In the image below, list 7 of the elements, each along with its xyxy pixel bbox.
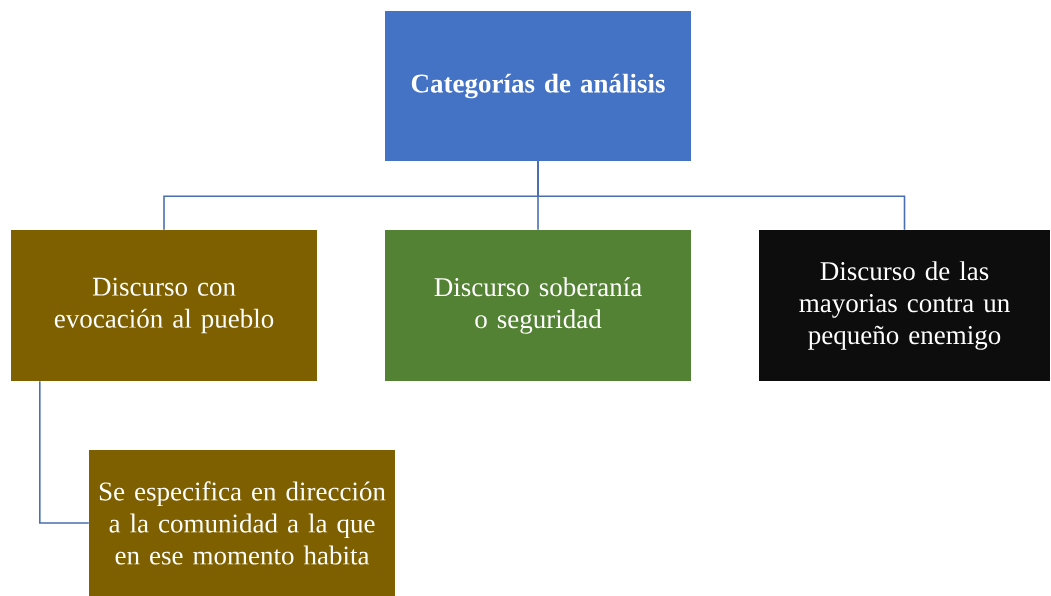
text-box: Discurso con evocación al pueblo [11,230,317,381]
connector [537,160,906,231]
text-box: Categorías de análisis [385,11,691,161]
connector [39,380,90,524]
text-box: Se especifica en dirección a la comunidad a la que en ese momento habita [89,450,395,596]
text-box: Discurso soberanía o seguridad [385,230,691,381]
text-box: Discurso de las mayorias contra un pequeño enemigo [759,230,1050,381]
